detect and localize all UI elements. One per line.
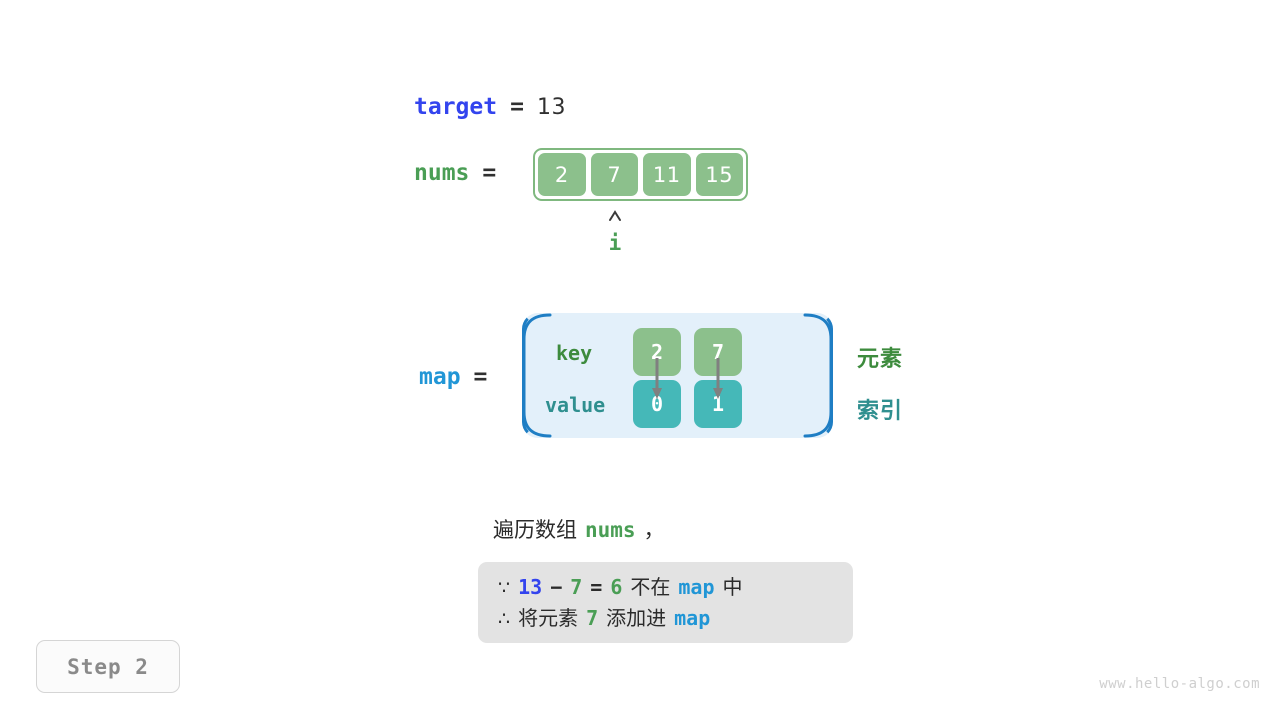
watermark: www.hello-algo.com (1099, 676, 1260, 692)
map-equals-sign: = (473, 364, 488, 390)
map-reference: map (678, 575, 715, 599)
map-element-side-label: 元素 (857, 347, 904, 372)
add-into-text: 添加进 (606, 606, 667, 630)
target-value: 13 (536, 95, 566, 120)
map-row-label: map = (419, 364, 487, 390)
map-variable-label: map (419, 364, 461, 390)
minus-operator: − (550, 575, 563, 599)
operand-current: 7 (570, 575, 583, 599)
map-key-cell: 2 (633, 328, 681, 376)
not-in-text: 不在 (630, 575, 671, 599)
nums-array: 2 7 11 15 (533, 148, 748, 201)
key-to-value-arrow-icon (652, 358, 662, 399)
target-equals-sign: = (510, 94, 524, 120)
added-element-value: 7 (586, 606, 599, 630)
because-symbol: ∵ (498, 577, 511, 599)
caption-code-nums: nums (585, 518, 636, 542)
caret-up-icon (609, 210, 621, 221)
nums-variable-label: nums (414, 160, 470, 186)
caption-text: 遍历数组 nums ， (493, 514, 665, 544)
array-cell: 2 (538, 153, 586, 196)
index-pointer-caret-icon (606, 209, 624, 227)
nums-row-label: nums = (414, 160, 496, 186)
explanation-box: ∵ 13 − 7 = 6 不在 map 中 ∴ 将元素 7 添加进 map (478, 562, 853, 643)
target-variable-label: target (414, 94, 498, 120)
operand-result: 6 (610, 575, 623, 599)
operand-target: 13 (518, 575, 543, 599)
caption-suffix: ， (643, 518, 665, 542)
array-cell: 7 (590, 153, 638, 196)
array-cell: 11 (643, 153, 691, 196)
target-row: target = 13 (414, 94, 566, 120)
array-cell: 15 (695, 153, 743, 196)
in-text-tail: 中 (722, 575, 743, 599)
map-reference: map (674, 606, 711, 630)
therefore-symbol: ∴ (498, 608, 511, 630)
add-element-text: 将元素 (518, 606, 579, 630)
map-index-side-label: 索引 (857, 399, 904, 424)
map-value-row-label: value (545, 393, 606, 417)
nums-equals-sign: = (482, 160, 497, 186)
equals-operator: = (590, 575, 603, 599)
explanation-line-1: ∵ 13 − 7 = 6 不在 map 中 (498, 572, 833, 603)
key-to-value-arrow-icon (713, 358, 723, 399)
caption-prefix: 遍历数组 (493, 518, 577, 542)
step-badge: Step 2 (36, 640, 180, 693)
map-key-row-label: key (556, 341, 593, 365)
index-pointer-label: i (608, 231, 622, 255)
explanation-line-2: ∴ 将元素 7 添加进 map (498, 603, 833, 634)
